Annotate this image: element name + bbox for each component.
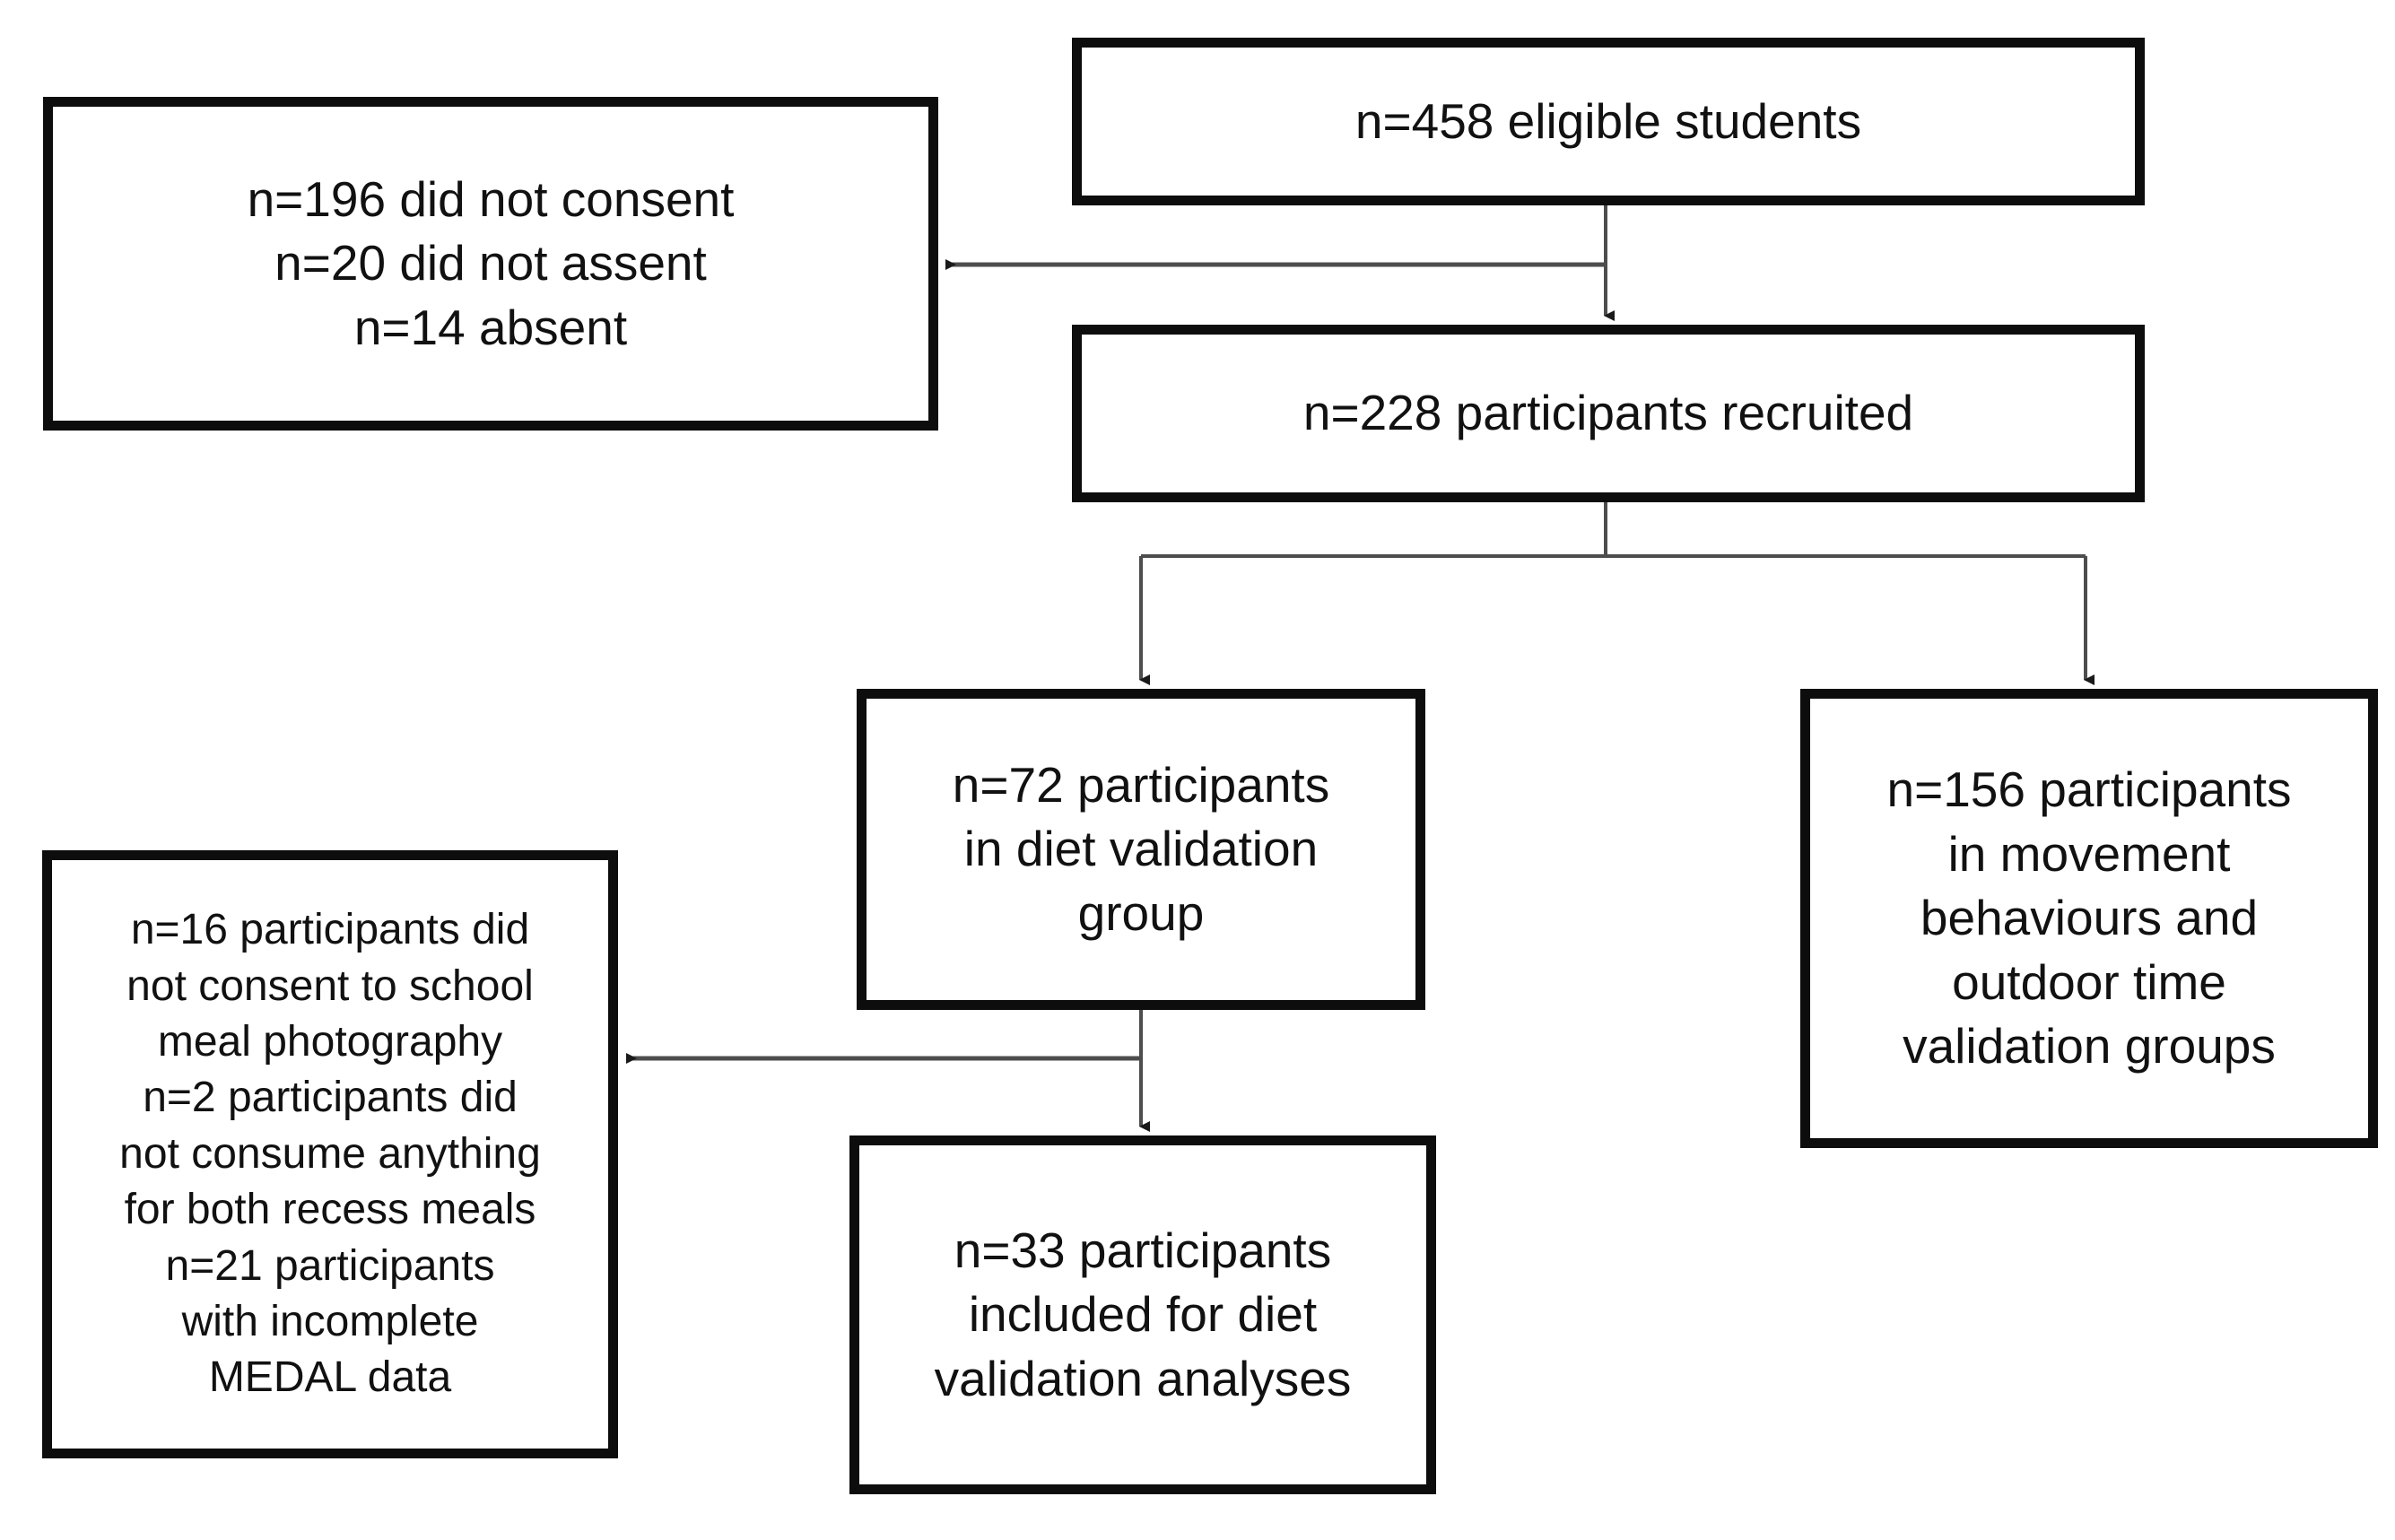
node-movement-outdoor-validation-groups: n=156 participants in movement behaviour… [1800, 689, 2378, 1148]
node-participants-recruited: n=228 participants recruited [1072, 325, 2145, 502]
node-non-consent-exclusions-label: n=196 did not consent n=20 did not assen… [247, 170, 735, 355]
node-diet-validation-group-label: n=72 participants in diet validation gro… [952, 756, 1330, 941]
node-eligible-students: n=458 eligible students [1072, 38, 2145, 205]
node-diet-exclusions-label: n=16 participants did not consent to sch… [119, 906, 541, 1402]
node-participants-recruited-label: n=228 participants recruited [1302, 385, 1914, 441]
node-diet-validation-group: n=72 participants in diet validation gro… [857, 689, 1425, 1010]
node-non-consent-exclusions: n=196 did not consent n=20 did not assen… [43, 97, 938, 431]
node-diet-included-for-analyses: n=33 participants included for diet vali… [849, 1135, 1436, 1494]
node-diet-exclusions: n=16 participants did not consent to sch… [42, 850, 618, 1458]
node-movement-outdoor-validation-groups-label: n=156 participants in movement behaviour… [1886, 761, 2292, 1075]
edge-recruited-split [1139, 502, 2095, 685]
node-eligible-students-label: n=458 eligible students [1354, 92, 1862, 149]
node-diet-included-for-analyses-label: n=33 participants included for diet vali… [934, 1222, 1352, 1406]
